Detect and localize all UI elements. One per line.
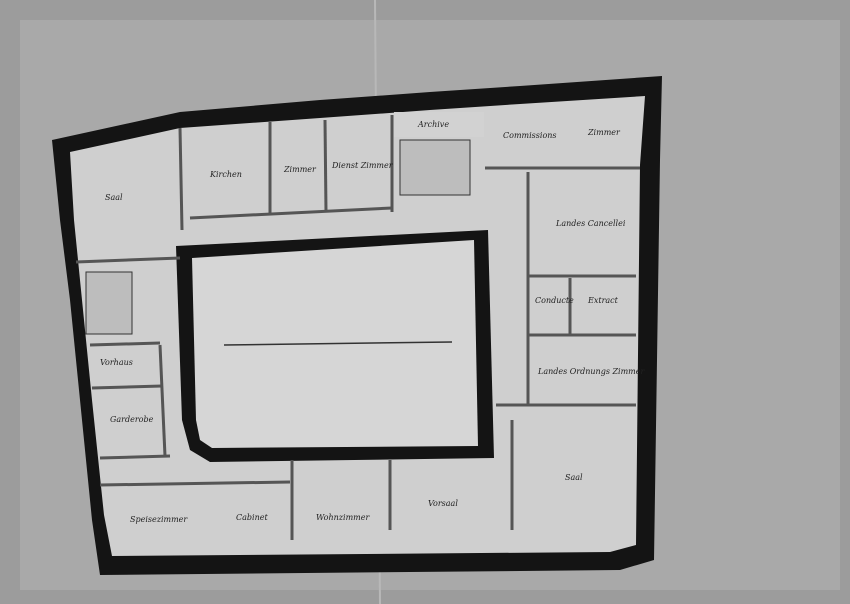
room-label: Archive xyxy=(417,120,449,129)
room-label: Cabinet xyxy=(236,513,268,522)
staircase-west xyxy=(85,271,133,335)
room-label: Speisezimmer xyxy=(130,515,188,524)
room-label: Landes Cancellei xyxy=(555,219,626,228)
room-label: Garderobe xyxy=(110,415,154,424)
room-label: Zimmer xyxy=(587,128,621,137)
room-label: Saal xyxy=(105,193,123,202)
room-label: Landes Ordnungs Zimmer xyxy=(537,367,645,376)
room-label: Wohnzimmer xyxy=(316,513,370,522)
archive-corridor xyxy=(394,112,484,137)
room-label: Saal xyxy=(565,473,583,482)
partitions xyxy=(75,115,640,540)
scale-bar xyxy=(223,341,453,346)
room-label: Zimmer xyxy=(283,165,317,174)
room-label: Dienst Zimmer xyxy=(331,161,394,170)
room-label: Vorhaus xyxy=(100,358,133,367)
room-label: Extract xyxy=(587,296,619,305)
staircase-north xyxy=(399,139,471,196)
room-label: Kirchen xyxy=(209,170,242,179)
room-label: Vorsaal xyxy=(428,499,458,508)
room-label: Commissions xyxy=(503,131,557,140)
room-labels: Saal Kirchen Zimmer Dienst Zimmer Archiv… xyxy=(100,120,645,524)
room-label: Conducte xyxy=(535,296,574,305)
